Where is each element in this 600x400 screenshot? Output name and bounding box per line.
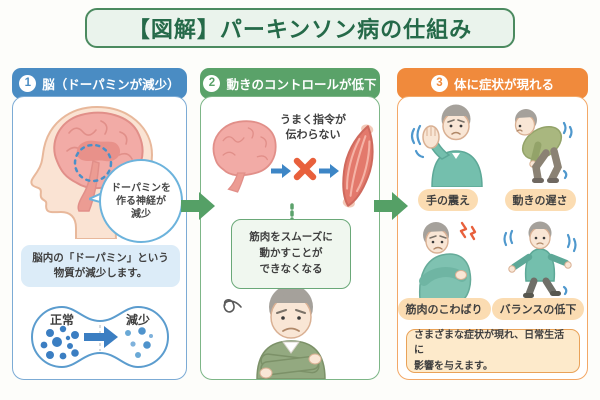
symptoms-note-line-2: 影響を与えます。 [414, 360, 493, 372]
tremor-marks-icon [410, 124, 425, 159]
dopamine-dots-normal [40, 325, 79, 360]
muscle-stiffness-illustration [418, 221, 477, 299]
pain-marks-icon [459, 221, 477, 241]
symptom-label-cell: 動きの遅さ [496, 189, 584, 211]
bubble-line-1: ドーパミンを [111, 182, 171, 194]
bubble-line-3: 減少 [131, 208, 151, 220]
muscle-note-line-1: 筋肉をスムーズに [249, 231, 333, 244]
symptoms-note-line-1: さまざまな症状が現れ、日常生活に [414, 329, 565, 357]
frown-mouth [282, 327, 300, 332]
dopamine-area-dashed-circle [73, 143, 113, 183]
symptom-label-cell: 手の震え [404, 189, 492, 211]
speech-bubble: ドーパミンを 作る神経が 減少 [99, 159, 183, 243]
signal-caption-line-2: 伝わらない [285, 128, 341, 141]
step-1-badge: 1 [19, 75, 37, 92]
brain-note-line-2: 物質が減少します。 [53, 267, 148, 279]
step-2-badge: 2 [203, 75, 221, 92]
hand-tremor-illustration [410, 104, 483, 187]
crossed-arms [259, 353, 322, 379]
muscle-illustration [342, 124, 374, 208]
slowness-marks-icon [562, 121, 573, 180]
panel-brain-header: 1 脳（ドーパミンが減少） [12, 68, 187, 99]
decrease-arrow-icon [84, 326, 118, 348]
symptom-label-tremor: 手の震え [418, 189, 478, 211]
collar [282, 341, 300, 354]
panel-symptoms-header: 3 体に症状が現れる [397, 68, 588, 99]
step-3-badge: 3 [430, 75, 448, 92]
dopamine-dots-decreased [125, 327, 153, 358]
label-decreased: 減少 [126, 312, 150, 327]
muscle-note-line-2: 動かすことが [259, 247, 323, 260]
hair-fringe [273, 294, 309, 303]
symptoms-note: さまざまな症状が現れ、日常生活に 影響を与えます。 [406, 329, 580, 373]
panel-brain-body: ドーパミンを 作る神経が 減少 脳内の「ドーパミン」という 物質が減少します。 … [12, 96, 187, 380]
balance-loss-illustration [503, 221, 577, 298]
brain-illustration [212, 120, 277, 193]
muscle-note-line-3: できなくなる [259, 262, 323, 275]
confusion-squiggle-icon [223, 299, 242, 313]
troubled-man-illustration [223, 289, 326, 379]
symptom-label-cell: バランスの低下 [491, 298, 585, 320]
bubble-line-2: 作る神経が [116, 195, 166, 207]
panel-control-title: 動きのコントロールが低下 [226, 78, 377, 92]
symptom-label-cell: 筋肉のこわばり [397, 298, 491, 320]
panel-control-header: 2 動きのコントロールが低下 [200, 68, 380, 99]
flow-arrow-1-icon [181, 192, 215, 220]
symptom-label-stiffness: 筋肉のこわばり [397, 298, 491, 320]
dopamine-comparison-illustration: 正常 減少 [31, 305, 169, 369]
label-normal: 正常 [50, 312, 74, 327]
midbrain-shape [76, 140, 121, 162]
slow-movement-illustration [514, 109, 573, 183]
signal-caption: うまく指令が 伝わらない [257, 113, 369, 143]
signal-caption-line-1: うまく指令が [280, 114, 346, 126]
panel-symptoms-body: 手の震え 動きの遅さ [397, 96, 588, 380]
signal-arrow-left-icon [271, 164, 291, 178]
panel-control-body: うまく指令が 伝わらない [200, 96, 380, 380]
page-title: 【図解】パーキンソン病の仕組み [85, 8, 515, 48]
signal-arrow-right-icon [319, 164, 339, 178]
panel-brain-title: 脳（ドーパミンが減少） [42, 78, 180, 92]
brain-note: 脳内の「ドーパミン」という 物質が減少します。 [21, 245, 180, 287]
muscle-note: 筋肉をスムーズに 動かすことが できなくなる [231, 219, 351, 289]
symptom-label-balance: バランスの低下 [491, 298, 585, 320]
blocked-x-icon [293, 157, 317, 181]
page-title-text: 【図解】パーキンソン病の仕組み [127, 17, 473, 42]
worried-eyebrows [276, 309, 306, 314]
wobble-marks-icon [503, 229, 577, 296]
brain-note-line-1: 脳内の「ドーパミン」という [32, 251, 169, 264]
flow-arrow-2-icon [374, 192, 408, 220]
symptom-label-slowness: 動きの遅さ [504, 189, 576, 211]
panel-symptoms-title: 体に症状が現れる [453, 78, 554, 92]
